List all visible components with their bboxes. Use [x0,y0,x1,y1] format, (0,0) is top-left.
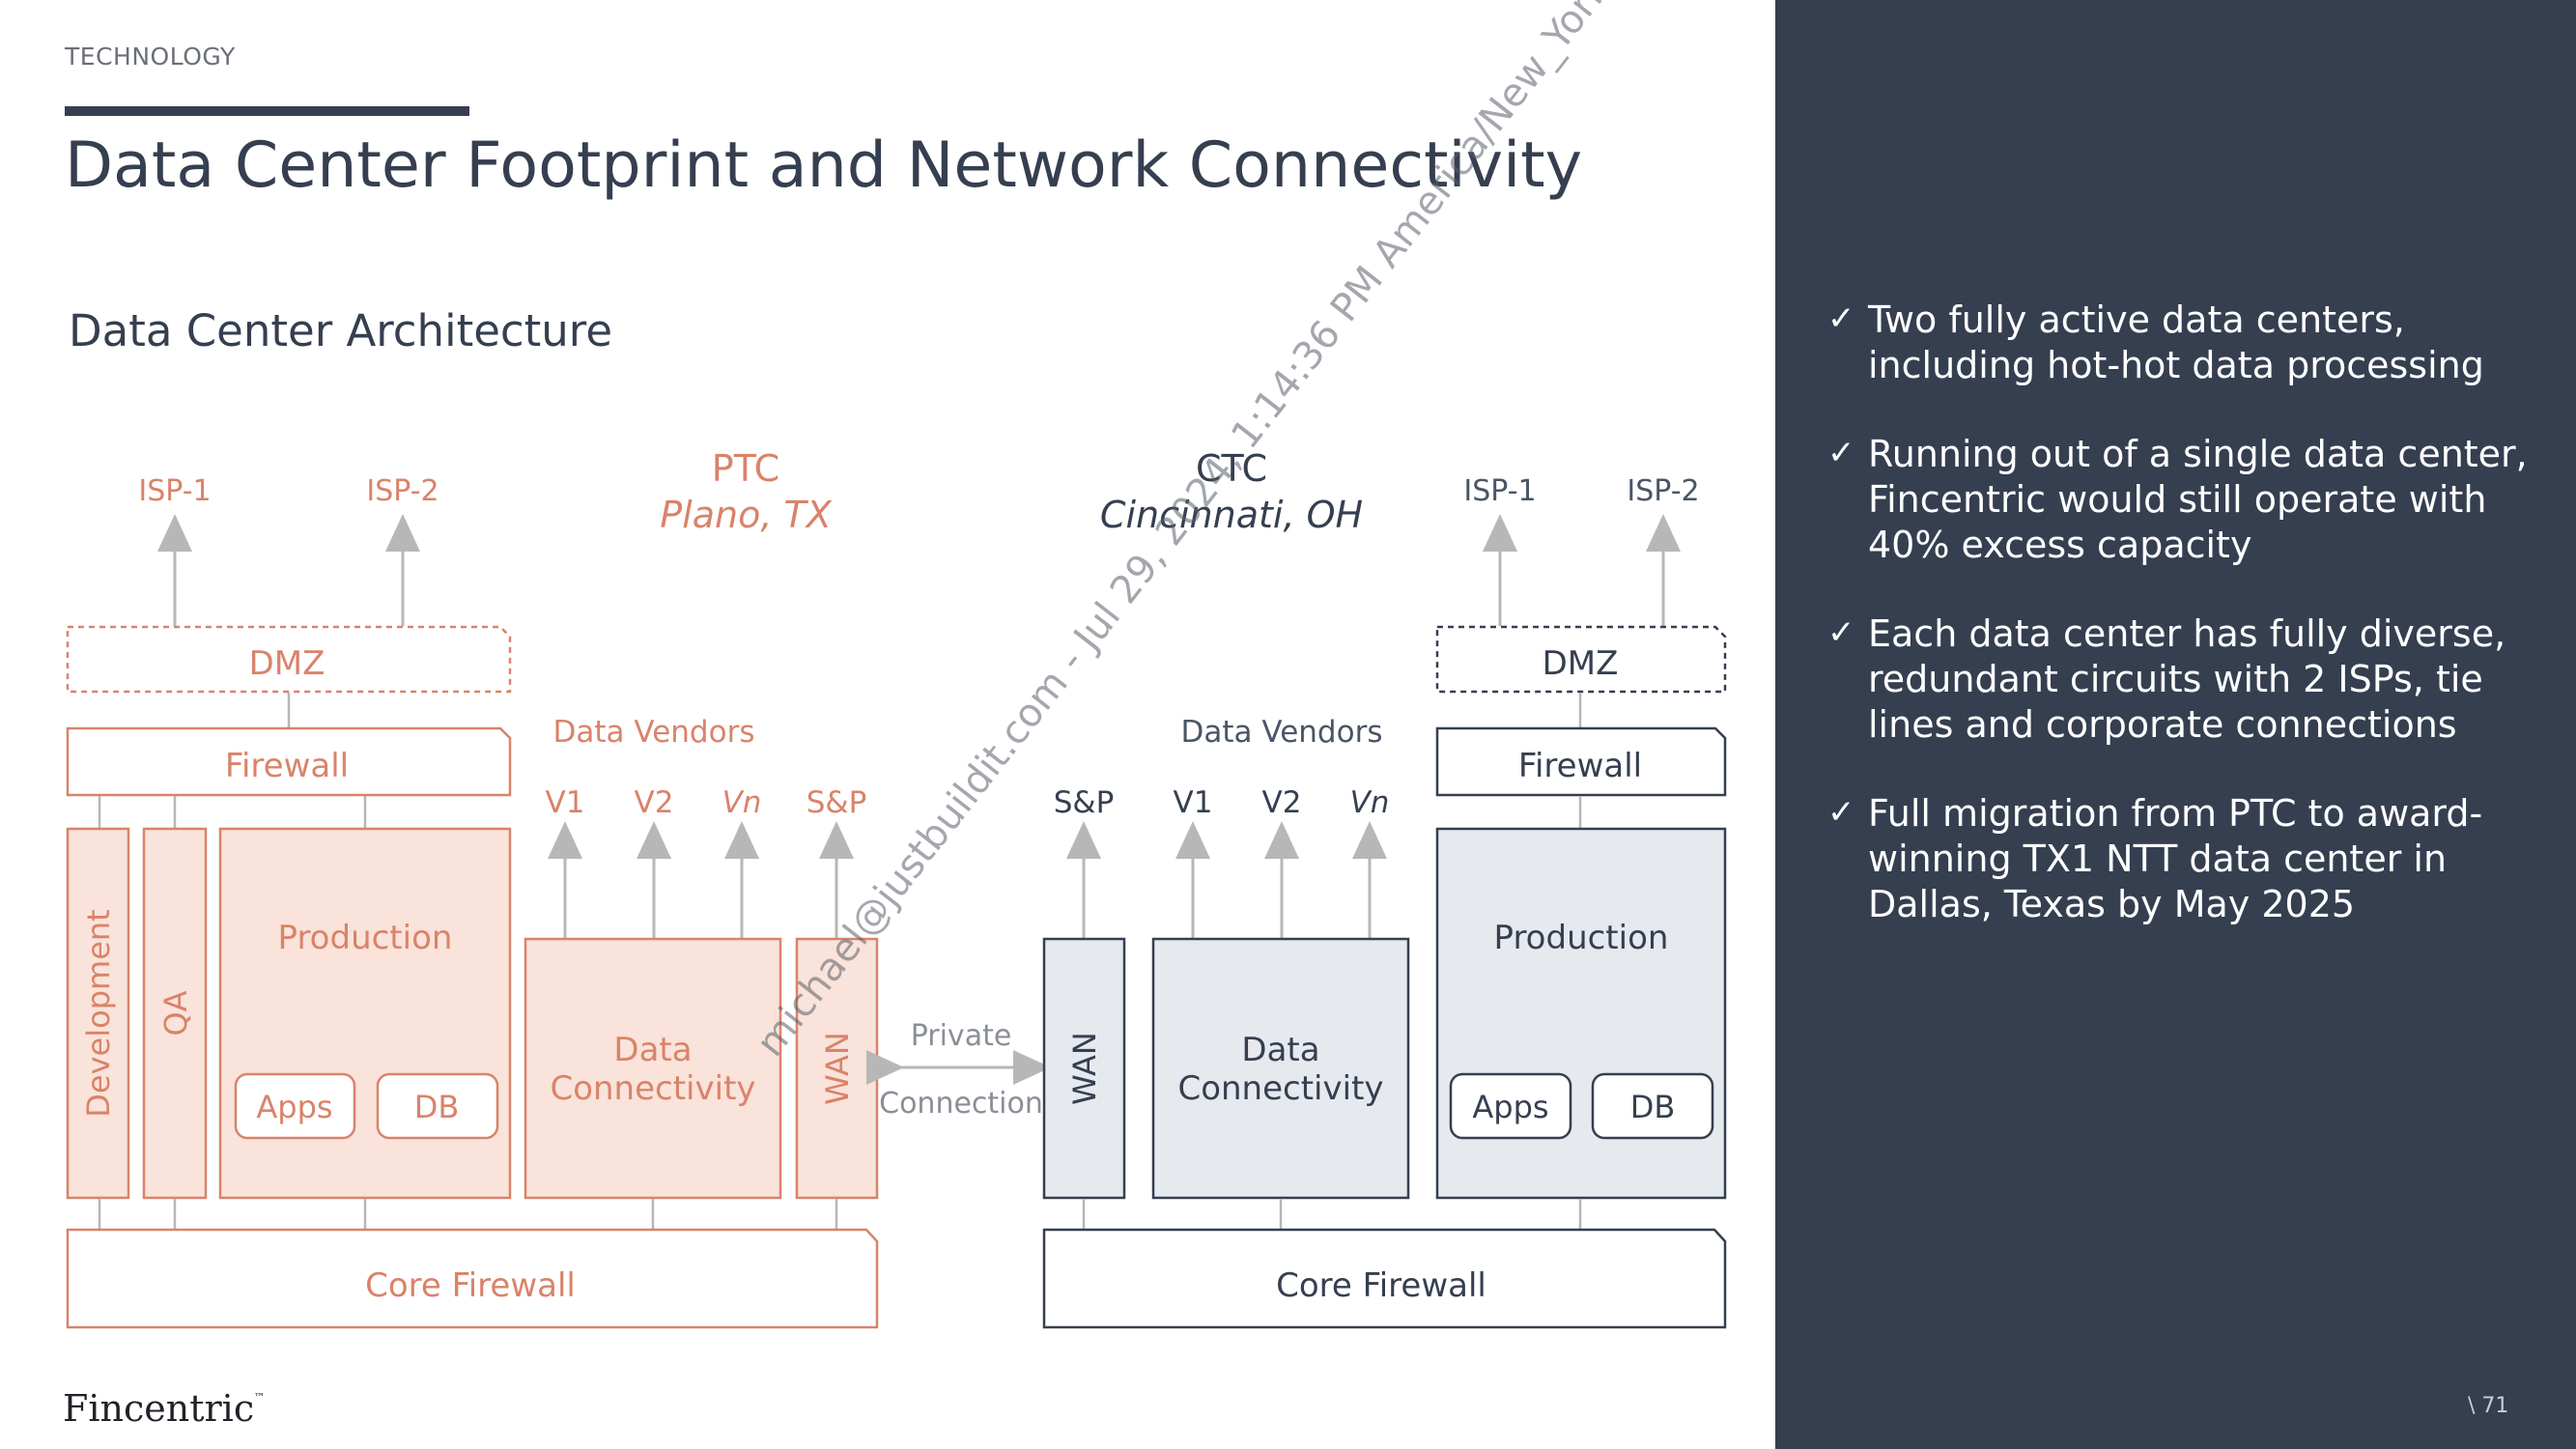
title-rule [65,106,469,116]
key-point-text: Full migration from PTC to award-winning… [1868,792,2483,925]
check-icon: ✓ [1827,793,1855,832]
key-point: ✓ Each data center has fully diverse, re… [1827,611,2542,748]
ptc-data-vendors-label: Data Vendors [553,715,755,750]
ptc-data-center: PTC Plano, TX ISP-1 ISP-2 DMZ Firewall D… [66,447,879,1329]
ptc-isp2-label: ISP-2 [366,474,439,508]
ctc-wan-label: WAN [1066,1032,1103,1105]
ptc-qa-box [142,827,208,1200]
ptc-location: Plano, TX [660,494,832,536]
ptc-core-firewall-label: Core Firewall [365,1266,576,1305]
ctc-apps-label: Apps [1472,1089,1548,1125]
ptc-production-label: Production [278,919,453,957]
key-points-list: ✓ Two fully active data centers, includi… [1827,298,2542,971]
ctc-core-firewall-box [1042,1228,1727,1329]
private-connection-line1: Private [911,1019,1012,1053]
ctc-firewall-box [1435,726,1727,797]
ptc-vendor-vn: Vn [722,785,762,820]
ptc-db-label: DB [414,1089,460,1125]
page-number: \ 71 [2468,1394,2509,1418]
content-area [0,0,1775,1449]
ptc-qa-label: QA [157,990,194,1036]
ptc-data-connectivity-line2: Connectivity [550,1069,755,1108]
ctc-data-connectivity-line1: Data [1241,1031,1319,1069]
ptc-apps-label: Apps [256,1089,332,1125]
ctc-production-box [1435,827,1727,1200]
key-point-text: Running out of a single data center, Fin… [1868,433,2528,566]
ctc-location: Cincinnati, OH [1100,494,1363,536]
ctc-vendor-sp: S&P [1054,785,1115,820]
diagram-subheading: Data Center Architecture [69,305,613,356]
ctc-production-label: Production [1494,919,1669,957]
ctc-db-label: DB [1630,1089,1676,1125]
ptc-name: PTC [712,447,779,490]
ctc-data-connectivity-box [1151,937,1410,1200]
ctc-vendor-v2: V2 [1262,785,1302,820]
ctc-apps-box [1449,1072,1572,1140]
private-connection-line2: Connection [879,1087,1043,1121]
section-label: TECHNOLOGY [65,43,236,71]
page-title: Data Center Footprint and Network Connec… [65,129,1583,202]
ptc-production-box [218,827,512,1200]
ptc-isp1-label: ISP-1 [138,474,211,508]
ctc-isp1-label: ISP-1 [1463,474,1536,508]
key-point-text: Two fully active data centers, including… [1868,298,2484,386]
ptc-wan-label: WAN [819,1032,856,1105]
ptc-db-box [376,1072,499,1140]
sidebar-panel [1775,0,2576,1449]
ctc-isp2-label: ISP-2 [1627,474,1699,508]
ptc-apps-box [234,1072,356,1140]
ptc-data-connectivity-line1: Data [613,1031,692,1069]
ptc-firewall-box [66,726,512,797]
ctc-data-connectivity-line2: Connectivity [1177,1069,1383,1108]
key-point: ✓ Two fully active data centers, includi… [1827,298,2542,388]
key-point-text: Each data center has fully diverse, redu… [1868,612,2506,746]
ptc-vendor-v2: V2 [635,785,674,820]
architecture-diagram: PTC Plano, TX ISP-1 ISP-2 DMZ Firewall D… [66,447,1727,1329]
check-icon: ✓ [1827,299,1855,338]
logo-trademark: ™ [254,1391,266,1404]
ctc-firewall-label: Firewall [1518,747,1642,785]
ptc-vendor-sp: S&P [807,785,867,820]
fincentric-logo: Fincentric™ [63,1387,265,1430]
ctc-vendor-v1: V1 [1174,785,1213,820]
ctc-dmz-box [1435,625,1727,694]
ctc-data-vendors-label: Data Vendors [1181,715,1383,750]
ptc-data-connectivity-box [524,937,782,1200]
ctc-name: CTC [1196,447,1267,490]
ptc-development-box [66,827,130,1200]
ptc-dmz-label: DMZ [249,644,326,683]
check-icon: ✓ [1827,434,1855,472]
logo-text: Fincentric [63,1387,255,1430]
private-connection: Private Connection [866,1019,1051,1121]
ptc-development-label: Development [80,909,117,1117]
ctc-db-box [1591,1072,1714,1140]
ctc-core-firewall-label: Core Firewall [1276,1266,1486,1305]
ctc-dmz-label: DMZ [1543,644,1619,683]
key-point: ✓ Full migration from PTC to award-winni… [1827,791,2542,927]
ptc-firewall-label: Firewall [225,747,349,785]
key-point: ✓ Running out of a single data center, F… [1827,432,2542,568]
ptc-core-firewall-box [66,1228,879,1329]
ctc-wan-box [1042,937,1126,1200]
ptc-vendor-v1: V1 [546,785,585,820]
ctc-data-center: CTC Cincinnati, OH ISP-1 ISP-2 DMZ Firew… [1042,447,1727,1329]
ctc-vendor-vn: Vn [1350,785,1390,820]
check-icon: ✓ [1827,613,1855,652]
